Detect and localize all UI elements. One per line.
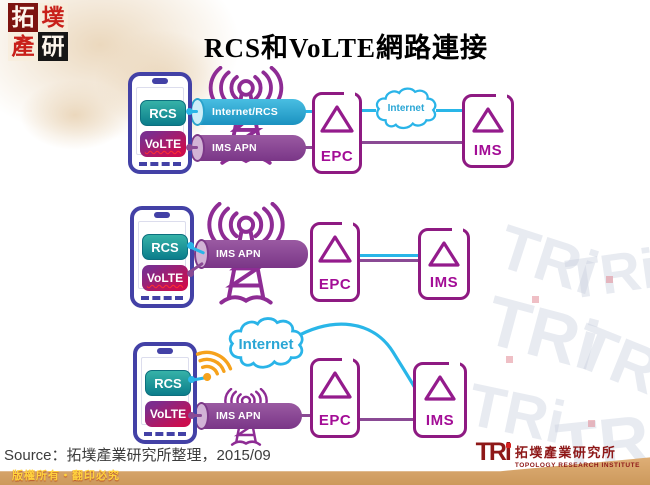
link-line: [360, 141, 464, 144]
epc-node: EPC: [312, 90, 362, 174]
internet-cloud: Internet: [372, 84, 440, 136]
volte-connector: [190, 414, 202, 417]
tri-logo-text: TRi: [475, 438, 512, 466]
link-line: [436, 109, 464, 112]
background-texture: [20, 80, 130, 150]
volte-label: VoLTE: [149, 407, 187, 421]
triangle-icon: [424, 375, 456, 401]
connector-dot: [188, 376, 195, 383]
phone-speaker-icon: [154, 212, 170, 218]
border-notch: [449, 360, 460, 366]
rcs-app-badge: RCS: [142, 234, 188, 260]
tri-watermark: TRi: [561, 236, 650, 311]
border-notch: [496, 92, 507, 98]
volte-app-badge: VoLTE: [142, 265, 188, 291]
stamp-char: 產: [8, 32, 38, 61]
rcs-app-badge: RCS: [140, 100, 186, 126]
pipe-label: IMS APN: [216, 248, 261, 260]
link-line: [360, 254, 418, 257]
cloud-icon: [375, 87, 437, 130]
phone-home-dashes-icon: [139, 162, 181, 166]
pipe-label: IMS APN: [216, 410, 261, 422]
watermark-dot: [588, 420, 595, 427]
link-line: [360, 109, 376, 112]
ims-apn-pipe: IMS APN: [194, 239, 308, 269]
epc-label: EPC: [318, 412, 352, 429]
company-stamp-logo: 拓 墣 產 研: [8, 3, 68, 61]
ims-apn-pipe: IMS APN: [190, 134, 306, 162]
tri-brand-logo: TRi 拓墣產業研究所 TOPOLOGY RESEARCH INSTITUTE: [475, 438, 640, 469]
page-title: RCS和VoLTE網路連接: [203, 33, 489, 63]
link-line: [303, 110, 314, 113]
internet-rcs-pipe: Internet/RCS: [190, 98, 306, 126]
watermark-dot: [506, 356, 513, 363]
brand-name-cn: 拓墣產業研究所: [514, 445, 617, 460]
ims-label: IMS: [473, 142, 503, 159]
watermark-dot: [606, 276, 613, 283]
phone-home-dashes-icon: [141, 296, 183, 300]
border-notch: [342, 356, 353, 362]
connector-dot: [187, 242, 194, 249]
cloud-label: Internet: [387, 103, 425, 114]
phone-speaker-icon: [152, 78, 168, 84]
cloud-label: Internet: [238, 336, 294, 353]
source-note: Source：拓墣產業研究所整理，2015/09: [4, 447, 271, 464]
epc-label: EPC: [318, 276, 352, 293]
smartphone: RCS VoLTE: [128, 72, 192, 174]
volte-label: VoLTE: [144, 137, 182, 151]
connector-dot: [186, 144, 193, 151]
watermark-dot: [547, 452, 554, 459]
epc-node: EPC: [310, 356, 360, 438]
ims-apn-pipe: IMS APN: [194, 402, 302, 430]
epc-node: EPC: [310, 220, 360, 302]
rcs-app-badge: RCS: [145, 370, 191, 396]
rcs-label: RCS: [149, 105, 177, 121]
internet-cloud: Internet: [224, 316, 308, 374]
connector-dot: [186, 108, 193, 115]
ims-node: IMS: [413, 360, 467, 438]
triangle-icon: [318, 235, 352, 263]
volte-app-badge: VoLTE: [140, 131, 186, 157]
phone-speaker-icon: [157, 348, 173, 354]
border-notch: [342, 220, 353, 226]
triangle-icon: [472, 107, 504, 133]
triangle-icon: [320, 105, 354, 133]
brand-name-en: TOPOLOGY RESEARCH INSTITUTE: [514, 462, 640, 469]
link-line: [360, 259, 418, 262]
volte-app-badge: VoLTE: [145, 401, 191, 427]
triangle-icon: [428, 241, 460, 267]
border-notch: [452, 226, 463, 232]
cloud-icon: [228, 317, 304, 369]
connector-dot: [188, 412, 195, 419]
tri-logo-dot: [505, 443, 511, 448]
internet-to-ims-link: [292, 322, 417, 390]
copyright-text: 版權所有‧翻印必究: [12, 470, 120, 482]
ims-node: IMS: [418, 226, 470, 300]
link-line: [303, 146, 314, 149]
ims-node: IMS: [462, 92, 514, 168]
link-line: [300, 414, 312, 417]
stamp-char: 研: [38, 32, 68, 61]
smartphone: RCS VoLTE: [130, 206, 194, 308]
ims-label: IMS: [429, 274, 459, 291]
stamp-char: 拓: [8, 3, 38, 32]
epc-label: EPC: [320, 148, 354, 165]
smartphone: RCS VoLTE: [133, 342, 197, 444]
phone-home-dashes-icon: [144, 432, 186, 436]
pipe-label: Internet/RCS: [212, 106, 278, 118]
rcs-label: RCS: [151, 239, 179, 255]
pipe-label: IMS APN: [212, 142, 257, 154]
wifi-icon: [195, 350, 233, 381]
ims-label: IMS: [425, 412, 455, 429]
connector-dot: [187, 270, 194, 277]
border-notch: [344, 90, 355, 96]
rcs-label: RCS: [154, 375, 182, 391]
volte-connector: [188, 146, 198, 149]
stamp-char: 墣: [38, 3, 68, 32]
triangle-icon: [318, 371, 352, 399]
rcs-connector: [188, 110, 198, 113]
link-line: [360, 418, 415, 421]
volte-label: VoLTE: [146, 271, 184, 285]
watermark-dot: [532, 296, 539, 303]
